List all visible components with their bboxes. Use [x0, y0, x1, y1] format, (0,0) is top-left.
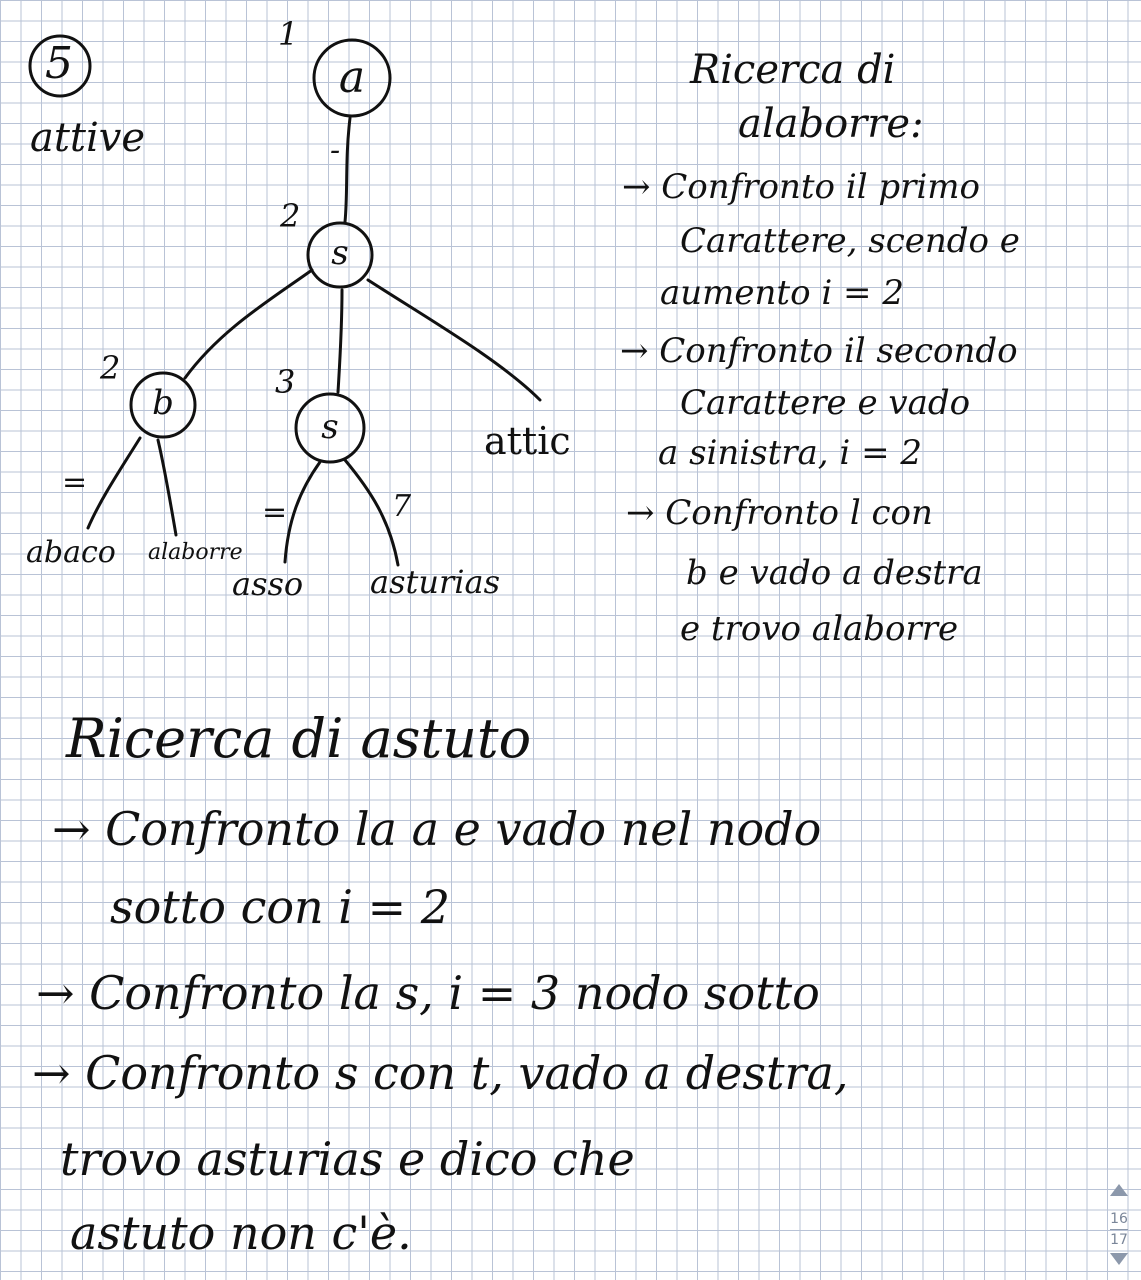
right-notes-line-5: Carattere e vado: [680, 383, 971, 423]
page-down-icon[interactable]: [1110, 1253, 1128, 1265]
edge-mark-root: -: [330, 133, 341, 168]
edge-middle-asturias: [343, 458, 400, 567]
page-up-icon[interactable]: [1110, 1184, 1128, 1196]
edge-left-alaborre: [156, 438, 178, 537]
bottom-notes-line-1: → Confronto la a e vado nel nodo: [52, 802, 822, 856]
edge-root-level2: [343, 116, 352, 224]
level2-node-label: s: [331, 233, 349, 273]
tree-diagram: [28, 34, 542, 567]
level-mark-3: 3: [275, 363, 296, 401]
level-mark-2b: 2: [100, 349, 121, 387]
page-navigator: 16 17: [1105, 1184, 1133, 1278]
bottom-notes-line-5: trovo asturias e dico che: [60, 1132, 635, 1186]
right-notes-line-3: aumento i = 2: [660, 273, 904, 313]
left-node-label: b: [152, 383, 174, 423]
level-mark-2a: 2: [280, 197, 301, 235]
right-notes-title-1: Ricerca di: [690, 47, 896, 93]
root-node-circle: [312, 38, 392, 118]
page-separator: [1110, 1229, 1128, 1230]
right-notes-title-2: alaborre:: [738, 101, 924, 147]
right-notes-line-6: a sinistra, i = 2: [658, 433, 923, 473]
middle-node-label: s: [321, 407, 339, 447]
right-notes-line-1: → Confronto il primo: [622, 167, 980, 207]
edge-left-abaco: [86, 436, 142, 530]
level-mark-1: 1: [278, 15, 299, 53]
bottom-notes-line-6: astuto non c'è.: [70, 1206, 412, 1260]
circled-number: 5: [45, 38, 73, 89]
middle-node-circle: [294, 392, 366, 464]
attive-label: attive: [30, 115, 146, 161]
edge-mark-left: =: [62, 465, 88, 500]
edge-mark-middle: =: [262, 495, 288, 530]
bottom-notes-line-2: sotto con i = 2: [110, 880, 451, 934]
right-notes-line-7: → Confronto l con: [626, 493, 933, 533]
current-page: 16: [1110, 1211, 1128, 1227]
bottom-notes-line-4: → Confronto s con t, vado a destra,: [32, 1046, 849, 1100]
edge-level2-left: [183, 268, 314, 380]
edge-level2-middle: [336, 288, 344, 394]
leaf-asturias: asturias: [370, 563, 500, 601]
right-notes-line-9: e trovo alaborre: [680, 609, 959, 649]
right-notes-line-2: Carattere, scendo e: [680, 221, 1020, 261]
root-node-label: a: [338, 52, 366, 103]
leaf-attic: attic: [484, 419, 571, 463]
leaf-abaco: abaco: [26, 535, 116, 570]
right-notes-line-8: b e vado a destra: [686, 553, 983, 593]
edge-mark-right: 7: [392, 489, 412, 524]
leaf-asso: asso: [232, 565, 304, 603]
edge-middle-asso: [283, 460, 322, 564]
edge-level2-attic: [366, 278, 542, 402]
circle-five: [28, 34, 92, 98]
left-node-circle: [129, 371, 197, 439]
leaf-alaborre: alaborre: [148, 540, 243, 565]
total-pages: 17: [1110, 1232, 1128, 1248]
right-notes-line-4: → Confronto il secondo: [620, 331, 1018, 371]
bottom-notes-title: Ricerca di astuto: [66, 707, 532, 770]
bottom-notes-line-3: → Confronto la s, i = 3 nodo sotto: [36, 966, 820, 1020]
level2-node-circle: [306, 221, 374, 289]
